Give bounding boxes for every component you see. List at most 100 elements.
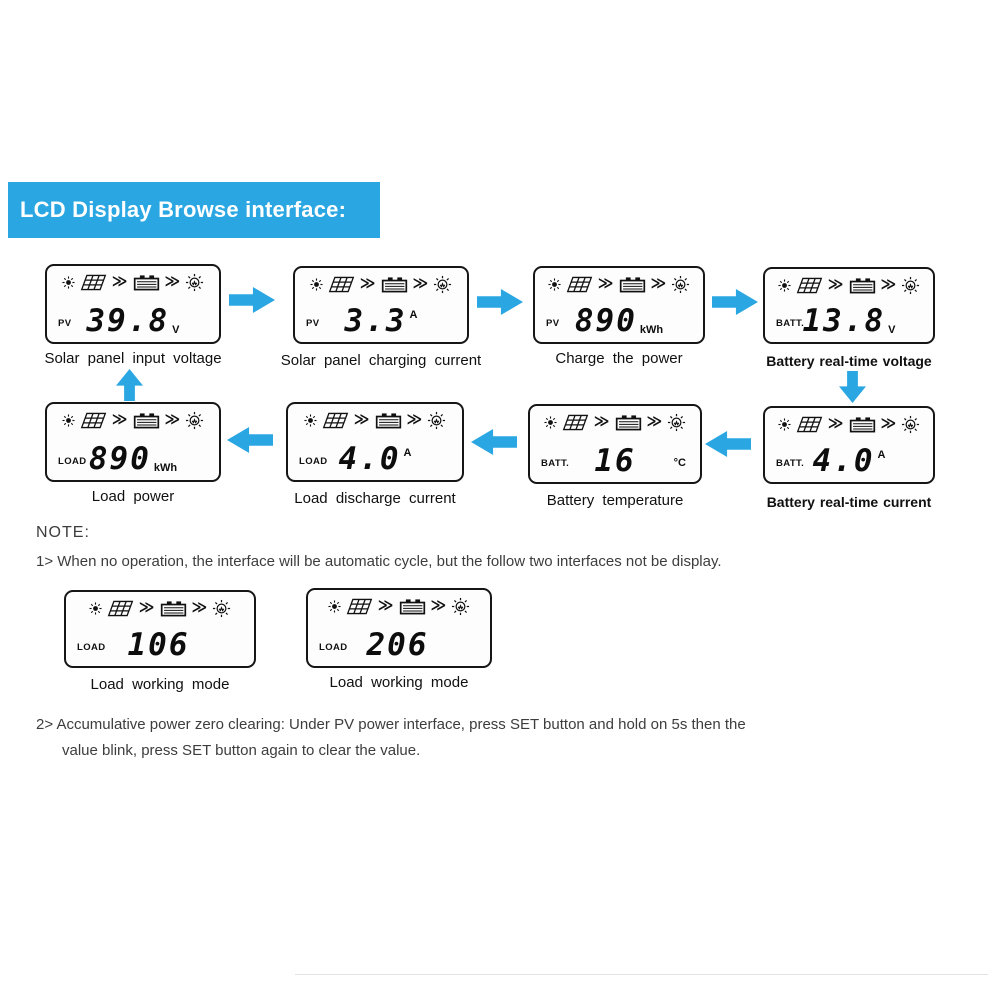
bulb-icon [672, 275, 690, 293]
battery-icon [133, 274, 159, 290]
lcd-value: 16 [594, 443, 636, 480]
lcd-value: 890 [574, 303, 637, 340]
battery-icon [615, 414, 641, 430]
bulb-icon [668, 413, 686, 431]
lcd-icon-row: ≫ ≫ [53, 269, 213, 295]
lcd-screen-battery-temperature: ≫ ≫ BATT. 16 °C [528, 404, 702, 484]
solar-panel-icon [796, 277, 823, 293]
bulb-icon [428, 411, 446, 429]
lcd-screen-load-discharge-current: ≫ ≫ LOAD 4.0 A [286, 402, 464, 482]
flow-chevrons-icon: ≫ [412, 273, 429, 292]
flow-chevrons-icon: ≫ [191, 597, 208, 616]
lcd-icon-row: ≫ ≫ [301, 271, 461, 297]
flow-chevrons-icon: ≫ [111, 409, 128, 428]
lcd-value: 4.0 [812, 443, 875, 480]
solar-panel-icon [562, 414, 589, 430]
flow-chevrons-icon: ≫ [646, 411, 663, 430]
lcd-mode-label: LOAD [77, 642, 106, 653]
flow-chevrons-icon: ≫ [111, 271, 128, 290]
lcd-mode-label: PV [546, 318, 560, 329]
lcd-value: 206 [366, 627, 429, 664]
battery-icon [849, 277, 875, 293]
lcd-unit: A [409, 309, 418, 321]
battery-icon [619, 276, 645, 292]
solar-panel-icon [322, 412, 349, 428]
sun-icon [62, 413, 75, 427]
flow-chevrons-icon: ≫ [880, 413, 897, 432]
lcd-mode-label: BATT. [776, 458, 805, 469]
lcd-value: 3.3 [344, 303, 407, 340]
note-heading: NOTE: [36, 524, 90, 541]
solar-panel-icon [566, 276, 593, 292]
lcd-mode-label: LOAD [319, 642, 348, 653]
lcd-caption: Solar panel input voltage [44, 350, 222, 367]
solar-panel-icon [80, 274, 107, 290]
solar-panel-icon [346, 598, 373, 614]
bulb-icon [186, 411, 204, 429]
bulb-icon [434, 275, 452, 293]
lcd-caption: Load discharge current [294, 490, 456, 507]
note-line-2b: value blink, press SET button again to c… [62, 742, 421, 759]
sun-icon [304, 413, 317, 427]
flow-arrow-left [705, 431, 751, 457]
bulb-icon [452, 597, 470, 615]
lcd-mode-label: BATT. [541, 458, 570, 469]
lcd-icon-row: ≫ ≫ [771, 272, 927, 298]
flow-chevrons-icon: ≫ [164, 409, 181, 428]
battery-icon [133, 412, 159, 428]
solar-panel-icon [328, 276, 355, 292]
image-border-artifact [295, 974, 988, 975]
lcd-icon-row: ≫ ≫ [53, 407, 213, 433]
sun-icon [544, 415, 557, 429]
lcd-unit: A [403, 447, 412, 459]
lcd-caption: Battery real-time current [766, 494, 932, 510]
lcd-value: 39.8 [86, 303, 170, 340]
lcd-unit: V [888, 324, 896, 336]
note-line-1: 1> When no operation, the interface will… [36, 553, 722, 570]
note-line-2a: 2> Accumulative power zero clearing: Und… [36, 716, 746, 733]
flow-arrow-right [229, 287, 275, 313]
sun-icon [62, 275, 75, 289]
sun-icon [778, 417, 791, 431]
flow-chevrons-icon: ≫ [597, 273, 614, 292]
lcd-mode-label: PV [306, 318, 320, 329]
lcd-mode-label: PV [58, 318, 72, 329]
flow-chevrons-icon: ≫ [164, 271, 181, 290]
lcd-icon-row: ≫ ≫ [541, 271, 697, 297]
lcd-screen-load-mode-1: ≫ ≫ LOAD 106 [64, 590, 256, 668]
flow-chevrons-icon: ≫ [827, 274, 844, 293]
lcd-screen-solar-charging-current: ≫ ≫ PV 3.3 A [293, 266, 469, 344]
lcd-mode-label: BATT. [776, 318, 805, 329]
flow-chevrons-icon: ≫ [406, 409, 423, 428]
bulb-icon [902, 415, 920, 433]
flow-chevrons-icon: ≫ [880, 274, 897, 293]
lcd-value: 106 [127, 627, 190, 664]
flow-chevrons-icon: ≫ [359, 273, 376, 292]
lcd-icon-row: ≫ ≫ [294, 407, 456, 433]
lcd-caption: Battery real-time voltage [766, 353, 932, 369]
flow-chevrons-icon: ≫ [593, 411, 610, 430]
battery-icon [849, 416, 875, 432]
lcd-screen-charge-power: ≫ ≫ PV 890 kWh [533, 266, 705, 344]
lcd-value: 13.8 [802, 303, 886, 340]
lcd-screen-solar-input-voltage: ≫ ≫ PV 39.8 V [45, 264, 221, 344]
lcd-caption: Load working mode [329, 674, 469, 691]
flow-chevrons-icon: ≫ [377, 595, 394, 614]
solar-panel-icon [107, 600, 134, 616]
sun-icon [778, 278, 791, 292]
lcd-screen-load-mode-2: ≫ ≫ LOAD 206 [306, 588, 492, 668]
lcd-unit: °C [673, 457, 686, 469]
lcd-caption: Charge the power [555, 350, 683, 367]
lcd-icon-row: ≫ ≫ [771, 411, 927, 437]
lcd-screen-battery-voltage: ≫ ≫ BATT. 13.8 V [763, 267, 935, 344]
flow-arrow-right [477, 289, 523, 315]
bulb-icon [186, 273, 204, 291]
solar-panel-icon [80, 412, 107, 428]
flow-chevrons-icon: ≫ [138, 597, 155, 616]
sun-icon [310, 277, 323, 291]
flow-arrow-left [227, 427, 273, 453]
flow-arrow-right [712, 289, 758, 315]
lcd-screen-load-power: ≫ ≫ LOAD 890 kWh [45, 402, 221, 482]
lcd-value: 4.0 [338, 441, 401, 478]
